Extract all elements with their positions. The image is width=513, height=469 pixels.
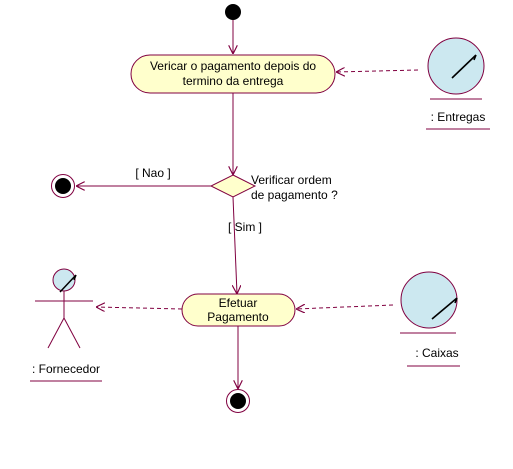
object-entregas-label: : Entregas <box>431 110 486 124</box>
final-node-end <box>226 389 250 413</box>
activity-pay: Efetuar Pagamento <box>181 293 296 327</box>
actor-fornecedor: : Fornecedor <box>30 268 102 382</box>
decision-label-line2: de pagamento ? <box>251 188 338 202</box>
objectflow-pay-to-fornecedor <box>96 307 183 309</box>
activity-pay-line2: Pagamento <box>207 310 269 324</box>
objectflow-caixas-to-pay <box>296 305 394 309</box>
activity-verify-payment: Vericar o pagamento depois do termino da… <box>130 54 336 94</box>
activity-verify-payment-line2: termino da entrega <box>183 74 284 88</box>
object-caixas-marker <box>431 297 458 320</box>
final-node-no <box>51 174 75 198</box>
decision-label-line1: Verificar ordem <box>251 173 332 187</box>
objectflow-entregas-to-verify <box>336 70 419 72</box>
guard-no: [ Nao ] <box>135 166 170 180</box>
activity-verify-payment-line1: Vericar o pagamento depois do <box>150 59 316 73</box>
flow-decision-to-pay-yes <box>233 196 237 294</box>
initial-node <box>225 4 241 20</box>
object-caixas: : Caixas <box>400 271 460 367</box>
object-entregas: : Entregas <box>426 37 490 130</box>
object-caixas-label: : Caixas <box>415 346 458 360</box>
object-entregas-marker <box>451 54 477 79</box>
decision-node <box>209 174 257 198</box>
guard-yes: [ Sim ] <box>228 220 262 234</box>
activity-pay-line1: Efetuar <box>219 296 258 310</box>
actor-fornecedor-label: : Fornecedor <box>32 362 100 376</box>
